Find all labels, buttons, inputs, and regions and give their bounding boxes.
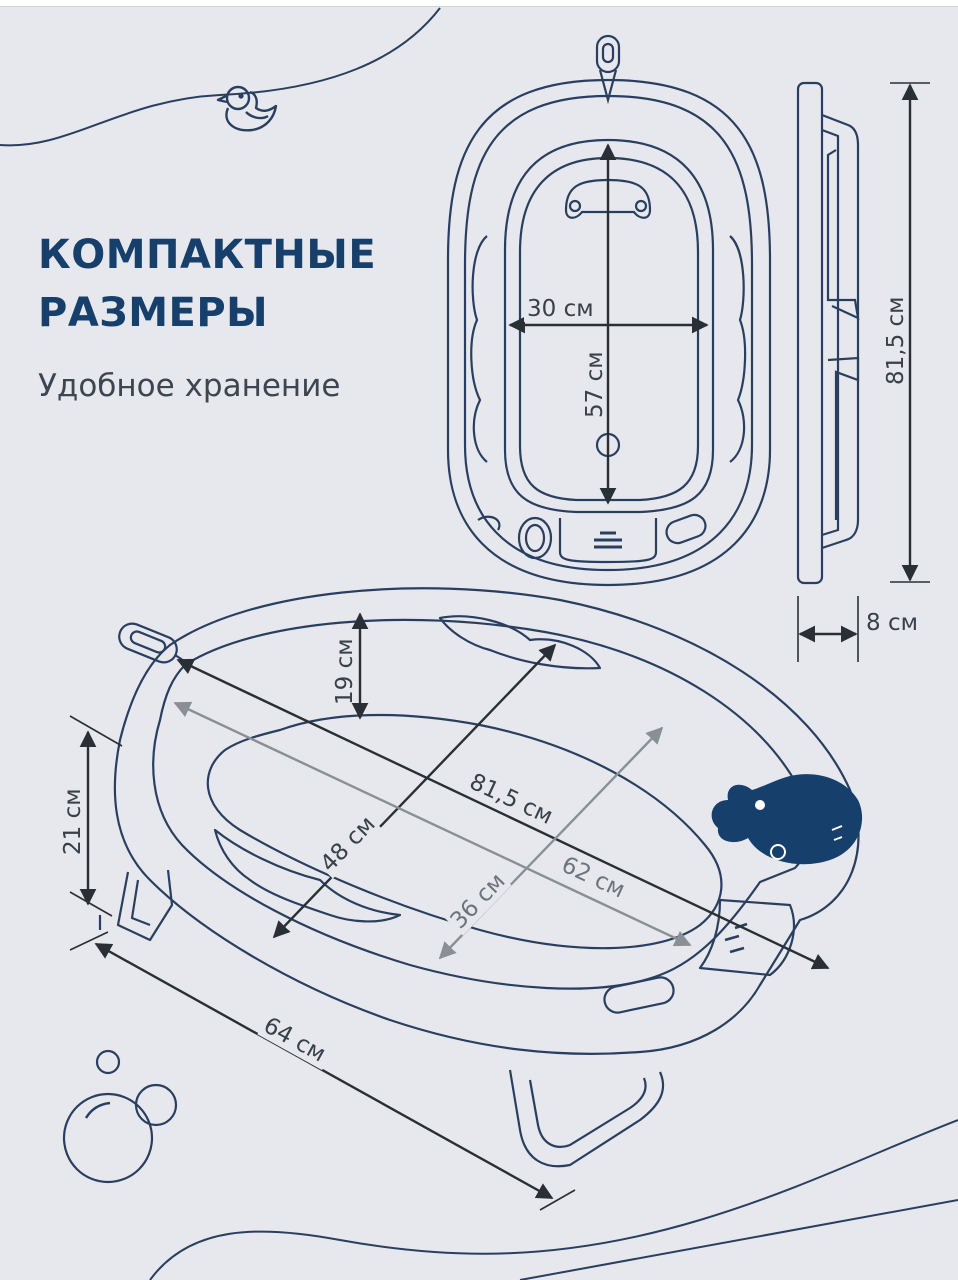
side-view-tub — [796, 81, 860, 585]
page-title: КОМПАКТНЫЕ РАЗМЕРЫ — [38, 226, 376, 342]
inner-width-label: 36 см — [446, 868, 511, 934]
title-line-1: КОМПАКТНЫЕ — [38, 232, 377, 278]
wave-top-left — [0, 7, 441, 147]
wave-bottom — [149, 1119, 958, 1280]
top-width-label: 30 см — [527, 296, 594, 322]
bird-icon — [216, 85, 278, 132]
top-bar — [0, 0, 958, 7]
side-depth-label: 8 см — [866, 610, 918, 636]
base-length-label: 64 см — [259, 1013, 330, 1068]
title-line-2: РАЗМЕРЫ — [38, 290, 269, 336]
overall-width-label: 48 см — [316, 811, 381, 877]
overall-length-label: 81,5 см — [465, 769, 556, 830]
top-view-tub — [446, 34, 772, 587]
height-21-label: 21 см — [60, 788, 86, 855]
page-subtitle: Удобное хранение — [38, 368, 341, 404]
depth-19-label: 19 см — [332, 638, 358, 705]
side-height-label: 81,5 см — [883, 296, 909, 385]
perspective-tub — [98, 587, 860, 1168]
whale-thermometer-icon — [711, 774, 863, 865]
inner-length-label: 62 см — [557, 852, 628, 904]
top-length-label: 57 см — [582, 351, 608, 418]
bubbles-icon — [62, 1049, 178, 1184]
